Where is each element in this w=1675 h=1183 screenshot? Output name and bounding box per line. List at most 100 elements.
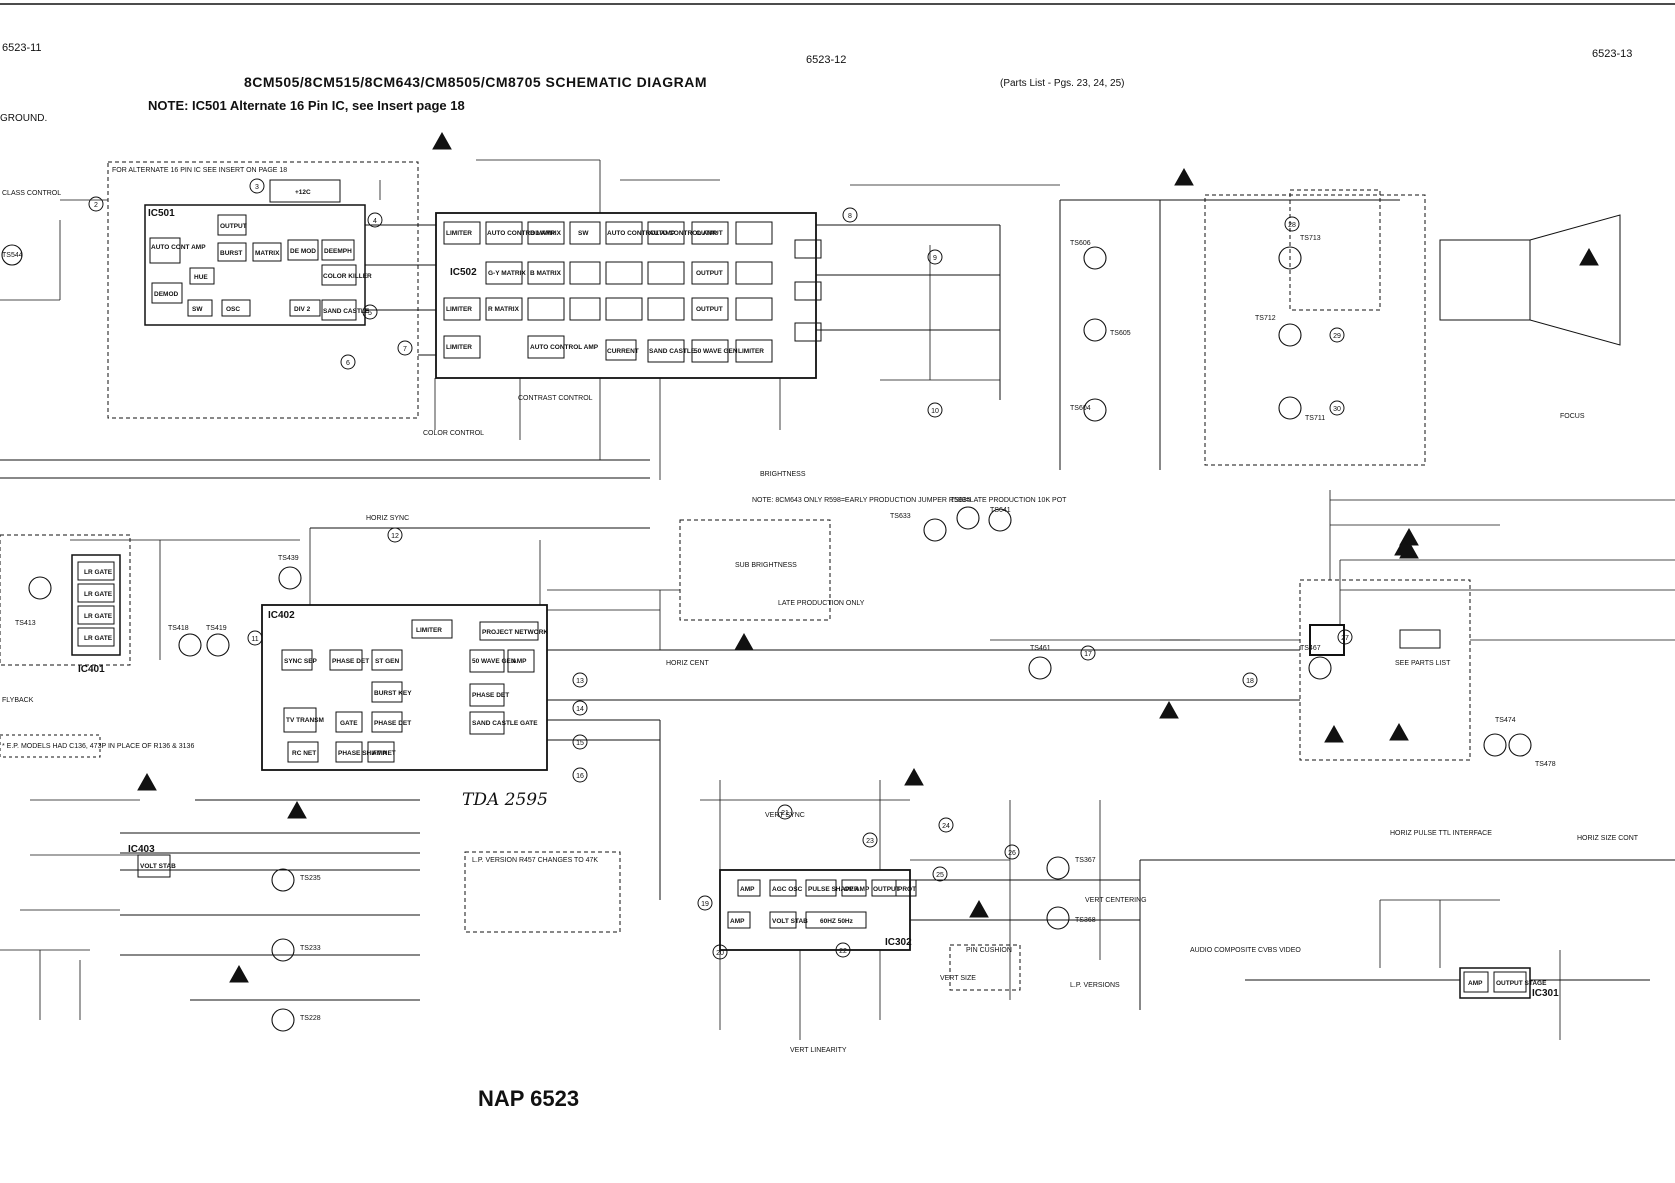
page-number-center: 6523-12 [806, 54, 847, 66]
svg-text:LR GATE: LR GATE [84, 613, 113, 620]
ic502-box [435, 212, 817, 379]
svg-text:FOCUS: FOCUS [1560, 413, 1585, 420]
ic302-box [719, 869, 911, 951]
svg-text:R MATRIX: R MATRIX [488, 306, 520, 313]
svg-text:PHASE SHIFT NET: PHASE SHIFT NET [338, 750, 396, 757]
svg-text:8: 8 [848, 213, 852, 220]
svg-text:PROT: PROT [898, 886, 916, 893]
svg-text:SAND CASTLE GATE: SAND CASTLE GATE [472, 720, 538, 727]
svg-text:10: 10 [931, 408, 939, 415]
svg-text:TS633: TS633 [890, 513, 911, 520]
svg-text:LIMITER: LIMITER [446, 344, 472, 351]
svg-text:20: 20 [716, 950, 724, 957]
svg-text:L.P. VERSIONS: L.P. VERSIONS [1070, 982, 1120, 989]
ic501-block-labels: AUTO CONT AMP OUTPUT BURST MATRIX DE MOD… [151, 189, 372, 315]
svg-text:FLYBACK: FLYBACK [2, 697, 34, 704]
svg-text:+12C: +12C [295, 189, 311, 196]
warning-triangles [137, 131, 1599, 983]
ic403-volt-stab [137, 854, 171, 878]
svg-text:22: 22 [839, 948, 847, 955]
ic401-gate-labels: LR GATE LR GATE LR GATE LR GATE [84, 569, 113, 642]
svg-text:MATRIX: MATRIX [255, 250, 280, 257]
ic301-box [1459, 967, 1531, 999]
svg-text:G-Y MATRIX: G-Y MATRIX [488, 270, 526, 277]
svg-text:VERT CENTERING: VERT CENTERING [1085, 897, 1147, 904]
ic501-output [217, 214, 247, 236]
ic501-sw [187, 299, 213, 317]
svg-text:NOTE: 8CM643 ONLY R598=EARLY: NOTE: 8CM643 ONLY R598=EARLY PRODUCTION … [752, 497, 1067, 504]
svg-text:B MATRIX: B MATRIX [530, 230, 562, 237]
svg-text:TS235: TS235 [300, 875, 321, 882]
svg-text:TS439: TS439 [278, 555, 299, 562]
svg-text:SAND CASTLE: SAND CASTLE [323, 308, 370, 315]
svg-text:OUTPUT: OUTPUT [696, 306, 723, 313]
handwritten-ic-note: TDA 2595 [462, 790, 548, 810]
svg-text:VERT LINEARITY: VERT LINEARITY [790, 1047, 847, 1054]
ic402-block-labels: SYNC SEP PHASE DET ST GEN LIMITER PROJEC… [284, 627, 548, 757]
svg-text:27: 27 [1341, 635, 1349, 642]
svg-text:OSC: OSC [226, 306, 240, 313]
svg-text:OP AMP: OP AMP [844, 886, 870, 893]
svg-text:COLOR CONTROL: COLOR CONTROL [423, 430, 484, 437]
svg-text:28: 28 [1288, 222, 1296, 229]
ic501-label: IC501 [148, 208, 175, 219]
svg-text:TS418: TS418 [168, 625, 189, 632]
svg-text:LR GATE: LR GATE [84, 591, 113, 598]
ic501-demod-a [287, 239, 319, 261]
svg-text:AMP: AMP [372, 750, 387, 757]
svg-text:OUTPUT STAGE: OUTPUT STAGE [1496, 980, 1547, 987]
svg-text:HUE: HUE [194, 274, 208, 281]
svg-text:7: 7 [403, 346, 407, 353]
lp-version-box [464, 851, 621, 933]
ep-models-box [0, 734, 101, 758]
svg-text:OUTPUT: OUTPUT [873, 886, 900, 893]
ic403-label: IC403 [128, 844, 155, 855]
svg-text:TS605: TS605 [1110, 330, 1131, 337]
ic501-auto-cont-amp [149, 237, 181, 264]
svg-text:DEMOD: DEMOD [154, 291, 179, 298]
svg-text:AUTO CONTROL AMP: AUTO CONTROL AMP [607, 230, 676, 237]
svg-text:21: 21 [781, 810, 789, 817]
svg-text:60HZ 50Hz: 60HZ 50Hz [820, 918, 854, 925]
crt-tube [1529, 214, 1621, 346]
svg-text:LIMITER: LIMITER [738, 348, 764, 355]
svg-text:COLOR KILLER: COLOR KILLER [323, 273, 372, 280]
or-gate-1 [794, 239, 822, 259]
svg-text:TS413: TS413 [15, 620, 36, 627]
svg-text:VOLT STAB: VOLT STAB [140, 863, 176, 870]
parts-list-reference: (Parts List - Pgs. 23, 24, 25) [1000, 78, 1125, 89]
crt-socket [1439, 239, 1531, 321]
svg-text:TS461: TS461 [1030, 645, 1051, 652]
svg-text:DEEMPH: DEEMPH [324, 248, 352, 255]
svg-text:19: 19 [701, 901, 709, 908]
svg-text:25: 25 [936, 872, 944, 879]
svg-text:PHASE DET: PHASE DET [374, 720, 411, 727]
ic501-sand-castle [321, 299, 357, 321]
svg-text:TS712: TS712 [1255, 315, 1276, 322]
svg-text:PULSE SHAPER: PULSE SHAPER [808, 886, 859, 893]
svg-text:AMP: AMP [512, 658, 527, 665]
svg-text:3: 3 [255, 184, 259, 191]
svg-text:AMP: AMP [740, 886, 755, 893]
svg-text:13: 13 [576, 678, 584, 685]
svg-text:TS641: TS641 [990, 507, 1011, 514]
svg-text:DE MOD: DE MOD [290, 248, 316, 255]
ic302-blocks [727, 879, 917, 929]
svg-text:TS368: TS368 [1075, 917, 1096, 924]
svg-text:SEE PARTS LIST: SEE PARTS LIST [1395, 660, 1451, 667]
svg-text:AGC OSC: AGC OSC [772, 886, 803, 893]
horiz-output-region [1299, 579, 1471, 761]
svg-text:ST GEN: ST GEN [375, 658, 400, 665]
svg-text:DIV 2: DIV 2 [294, 306, 311, 313]
ic501-burst [217, 242, 247, 262]
svg-text:TS606: TS606 [1070, 240, 1091, 247]
ic401-label: IC401 [78, 664, 105, 675]
svg-text:AMP: AMP [730, 918, 745, 925]
ic301-label: IC301 [1532, 988, 1559, 999]
svg-text:24: 24 [942, 823, 950, 830]
flyback-transformer [1309, 624, 1345, 656]
ground-label: GROUND. [0, 113, 48, 124]
svg-text:AUTO CONTROL AMP: AUTO CONTROL AMP [530, 344, 599, 351]
svg-text:LIMITER: LIMITER [446, 306, 472, 313]
